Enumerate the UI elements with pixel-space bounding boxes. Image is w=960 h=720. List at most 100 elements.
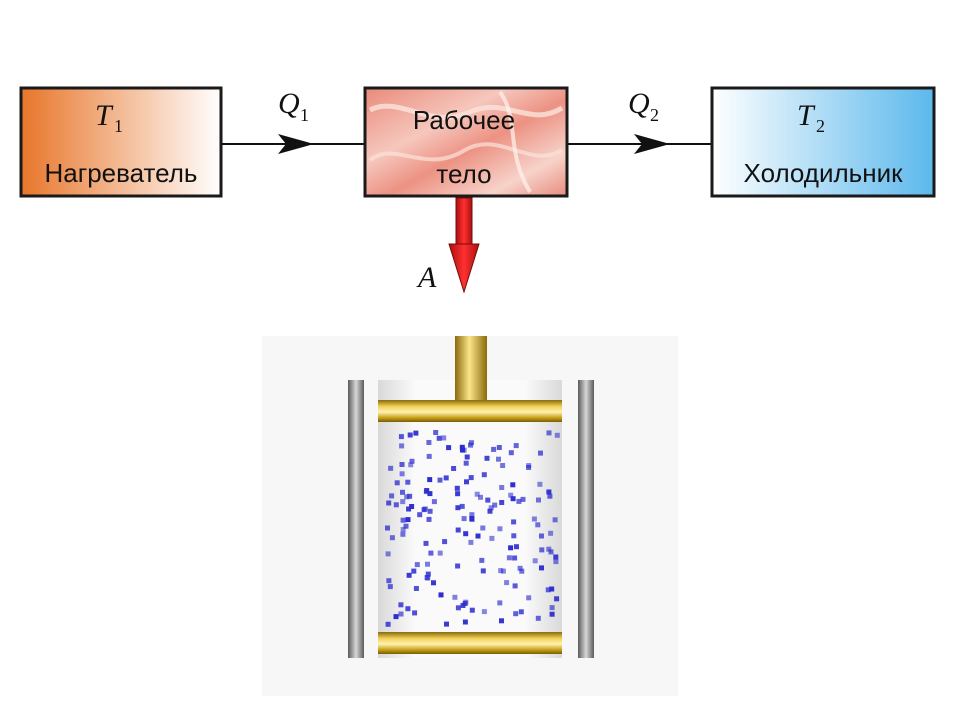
heater-symbol: T bbox=[95, 99, 114, 132]
gas-particle bbox=[406, 572, 412, 578]
gas-particle bbox=[517, 565, 523, 571]
gas-particle bbox=[548, 549, 554, 555]
gas-particle bbox=[549, 611, 555, 617]
gas-particle bbox=[405, 517, 411, 523]
gas-particle bbox=[535, 522, 541, 528]
gas-particle bbox=[455, 605, 461, 611]
gas-particle bbox=[455, 505, 461, 511]
gas-particle bbox=[537, 481, 543, 487]
gas-particle bbox=[409, 504, 415, 509]
gas-particle bbox=[460, 447, 465, 453]
gas-particle bbox=[519, 568, 525, 574]
gas-particle bbox=[536, 497, 541, 503]
cylinder-wall-right bbox=[578, 380, 594, 658]
gas-particle bbox=[538, 450, 543, 456]
gas-particle bbox=[406, 506, 412, 512]
cylinder-wall-left bbox=[348, 380, 364, 658]
gas-particle bbox=[500, 568, 506, 574]
gas-particle bbox=[428, 550, 434, 556]
gas-particle bbox=[414, 562, 420, 568]
gas-particle bbox=[548, 530, 554, 536]
gas-particle bbox=[424, 575, 430, 580]
gas-particle bbox=[437, 550, 443, 556]
gas-particle bbox=[516, 498, 522, 504]
gas-particle bbox=[484, 455, 490, 461]
gas-particle bbox=[425, 561, 430, 567]
gas-particle bbox=[510, 482, 516, 488]
gas-particle bbox=[459, 503, 465, 509]
gas-particle bbox=[549, 586, 555, 592]
gas-particle bbox=[387, 584, 393, 590]
gas-particle bbox=[427, 508, 433, 514]
gas-particle bbox=[389, 493, 395, 499]
piston-rod bbox=[455, 336, 487, 404]
gas-particle bbox=[412, 610, 418, 616]
gas-particle bbox=[400, 527, 406, 532]
gas-particle bbox=[475, 533, 481, 539]
gas-particle bbox=[464, 479, 469, 485]
gas-particle bbox=[398, 602, 404, 608]
gas-particle bbox=[553, 559, 559, 565]
gas-particle bbox=[508, 545, 514, 551]
gas-particle bbox=[491, 446, 497, 452]
gas-particle bbox=[385, 621, 391, 627]
heat-in-label: Q 1 bbox=[278, 87, 309, 125]
gas-particle bbox=[499, 618, 504, 624]
gas-particle bbox=[546, 546, 552, 552]
gas-particle bbox=[405, 479, 411, 485]
gas-particle bbox=[469, 516, 475, 522]
gas-particle bbox=[545, 587, 551, 593]
gas-particle bbox=[512, 555, 518, 561]
gas-particle bbox=[489, 535, 495, 541]
heat-in-subscript: 1 bbox=[300, 105, 309, 125]
gas-particle bbox=[411, 568, 417, 574]
gas-particle bbox=[497, 526, 503, 532]
gas-particle bbox=[498, 568, 504, 574]
working-body-label-line1: Рабочее bbox=[413, 105, 515, 135]
gas-particle bbox=[400, 517, 406, 523]
gas-particle bbox=[462, 619, 468, 625]
gas-particle bbox=[531, 516, 537, 522]
gas-particle bbox=[468, 475, 474, 481]
gas-particle bbox=[386, 500, 392, 506]
gas-particle bbox=[539, 565, 544, 571]
gas-particle bbox=[526, 465, 532, 470]
gas-particle bbox=[532, 558, 538, 564]
gas-particle bbox=[442, 539, 448, 545]
gas-particle bbox=[398, 434, 404, 440]
gas-particle bbox=[496, 445, 502, 450]
gas-particle bbox=[455, 563, 461, 569]
gas-particle bbox=[427, 491, 433, 497]
gas-particle bbox=[554, 432, 560, 438]
work-symbol: A bbox=[416, 261, 437, 294]
gas-particle bbox=[552, 517, 558, 523]
gas-particle bbox=[508, 450, 514, 456]
gas-particle bbox=[546, 489, 552, 495]
gas-particle bbox=[409, 458, 415, 464]
gas-particle bbox=[463, 599, 469, 605]
cylinder-bottom bbox=[378, 632, 562, 654]
gas-particle bbox=[446, 445, 452, 451]
gas-particle bbox=[481, 472, 487, 478]
cooler-subscript: 2 bbox=[816, 116, 825, 136]
gas-particle bbox=[388, 465, 394, 471]
gas-particle bbox=[468, 442, 473, 448]
gas-particle bbox=[438, 592, 444, 598]
gas-particles bbox=[385, 430, 560, 627]
cooler-label: Холодильник bbox=[744, 158, 904, 188]
gas-particle bbox=[514, 544, 519, 550]
gas-particle bbox=[455, 491, 461, 497]
working-body-box: Рабочее тело bbox=[363, 86, 569, 198]
heater-label: Нагреватель bbox=[45, 158, 198, 188]
gas-particle bbox=[426, 440, 432, 445]
cylinder-illustration bbox=[262, 336, 678, 696]
gas-particle bbox=[404, 494, 410, 500]
gas-particle bbox=[425, 571, 431, 577]
gas-particle bbox=[417, 512, 423, 518]
gas-particle bbox=[554, 596, 560, 602]
gas-particle bbox=[492, 502, 498, 508]
gas-particle bbox=[474, 491, 480, 497]
gas-particle bbox=[431, 499, 437, 505]
gas-particle bbox=[496, 456, 501, 462]
